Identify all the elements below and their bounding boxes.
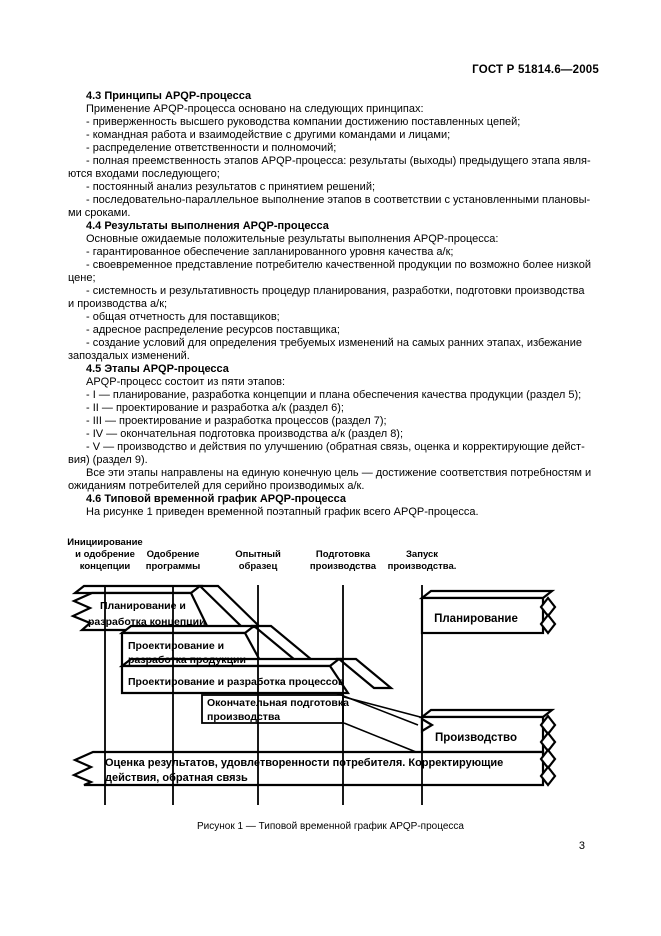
bar4-box: [201, 694, 344, 724]
bar1-label: Планирование и: [100, 600, 186, 612]
text-line: Все эти этапы направлены на единую конеч…: [86, 467, 592, 479]
connector-band-2: [250, 624, 316, 662]
text-line: - III — проектирование и разработка проц…: [86, 415, 387, 427]
text-line: - своевременное представление потребител…: [86, 259, 591, 271]
text-line: - командная работа и взаимодействие с др…: [86, 129, 451, 141]
text-line: APQP-процесс состоит из пяти этапов:: [86, 376, 286, 388]
page-number: 3: [578, 840, 585, 852]
milestone-label: и одобрение: [75, 549, 135, 560]
apqp-timeline-diagram: Инициирование и одобрение концепции Одоб…: [67, 537, 557, 805]
evaluation-label: Оценка результатов, удовлетворенности по…: [105, 757, 503, 769]
bar2-label: Проектирование и: [128, 640, 224, 652]
text-line: На рисунке 1 приведен временной поэтапны…: [86, 506, 479, 518]
text-line: запоздалых изменений.: [68, 350, 190, 362]
planning-face: [420, 596, 545, 635]
evaluation-face: [71, 750, 545, 787]
text-line: - I — планирование, разработка концепции…: [86, 389, 582, 401]
text-line: ожиданиям потребителей для серийно произ…: [68, 480, 365, 492]
connector-line-lower: [343, 722, 417, 753]
bar1-label: разработка концепции: [88, 616, 206, 628]
milestone-label: Опытный: [235, 549, 281, 560]
text-line: - системность и результативность процеду…: [86, 285, 585, 297]
milestone-label: концепции: [80, 561, 131, 572]
text-line: цене;: [68, 272, 96, 284]
milestone-label: Запуск: [406, 549, 438, 560]
text-line: - приверженность высшего руководства ком…: [86, 116, 521, 128]
text-line: - распределение ответственности и полном…: [86, 142, 337, 154]
connector-band-3: [335, 657, 395, 690]
text-line: - создание условий для определения требу…: [86, 337, 582, 349]
figure-1: Инициирование и одобрение концепции Одоб…: [60, 533, 612, 818]
text-line: - II — проектирование и разработка а/к (…: [86, 402, 344, 414]
connector-line-middle: [335, 692, 419, 726]
milestone-label: производства: [310, 561, 377, 572]
milestone-label: образец: [239, 561, 278, 572]
milestone-label: Инициирование: [67, 537, 142, 548]
bar3-face: [120, 664, 351, 695]
milestone-labels: Инициирование и одобрение концепции Одоб…: [67, 537, 456, 572]
stage-bars: [70, 584, 556, 787]
text-line: - общая отчетность для поставщиков;: [86, 311, 280, 323]
evaluation-label: действия, обратная связь: [105, 772, 248, 784]
milestone-label: Подготовка: [316, 549, 371, 560]
milestone-label: производства.: [388, 561, 457, 572]
continuation-diamonds: [539, 596, 557, 787]
text-line: Основные ожидаемые положительные результ…: [86, 233, 499, 245]
text-line: - V — производство и действия по улучшен…: [86, 441, 585, 453]
bar-labels: Планирование и разработка концепции Прое…: [88, 600, 518, 784]
bar4-label: Окончательная подготовка: [207, 697, 349, 709]
text-line: - IV — окончательная подготовка производ…: [86, 428, 404, 440]
text-line: вия) (раздел 9).: [68, 454, 148, 466]
text-line: и производства а/к;: [68, 298, 168, 310]
document-number: ГОСТ Р 51814.6—2005: [472, 64, 599, 76]
text-line: Применение APQP-процесса основано на сле…: [86, 103, 424, 115]
planning-label: Планирование: [434, 613, 518, 625]
text-line: - последовательно-параллельное выполнени…: [86, 194, 591, 206]
text-line: - адресное распределение ресурсов постав…: [86, 324, 340, 336]
bar4-label: производства: [207, 711, 280, 723]
milestone-lines: [104, 585, 423, 805]
diamond: [539, 765, 557, 787]
production-label: Производство: [435, 732, 517, 744]
text-line: - полная преемственность этапов APQP-про…: [86, 155, 591, 167]
bar2-label: разработка продукции: [128, 654, 246, 666]
section-heading: 4.3 Принципы APQP-процесса: [86, 90, 252, 102]
text-line: - гарантированное обеспечение запланиров…: [86, 246, 454, 258]
milestone-label: Одобрение: [147, 549, 200, 560]
figure-caption: Рисунок 1 — Типовой временной график APQ…: [197, 821, 464, 832]
section-heading: 4.5 Этапы APQP-процесса: [86, 363, 229, 375]
connector-band-1: [197, 584, 263, 629]
section-heading: 4.4 Результаты выполнения APQP-процесса: [86, 220, 329, 232]
bar3-label: Проектирование и разработка процессов: [128, 676, 345, 688]
text-line: ми сроками.: [68, 207, 131, 219]
text-line: - постоянный анализ результатов с принят…: [86, 181, 376, 193]
milestone-label: программы: [146, 561, 201, 572]
text-line: ются входами последующего;: [68, 168, 220, 180]
diamond: [539, 613, 557, 635]
section-heading: 4.6 Типовой временной график APQP-процес…: [86, 493, 346, 505]
